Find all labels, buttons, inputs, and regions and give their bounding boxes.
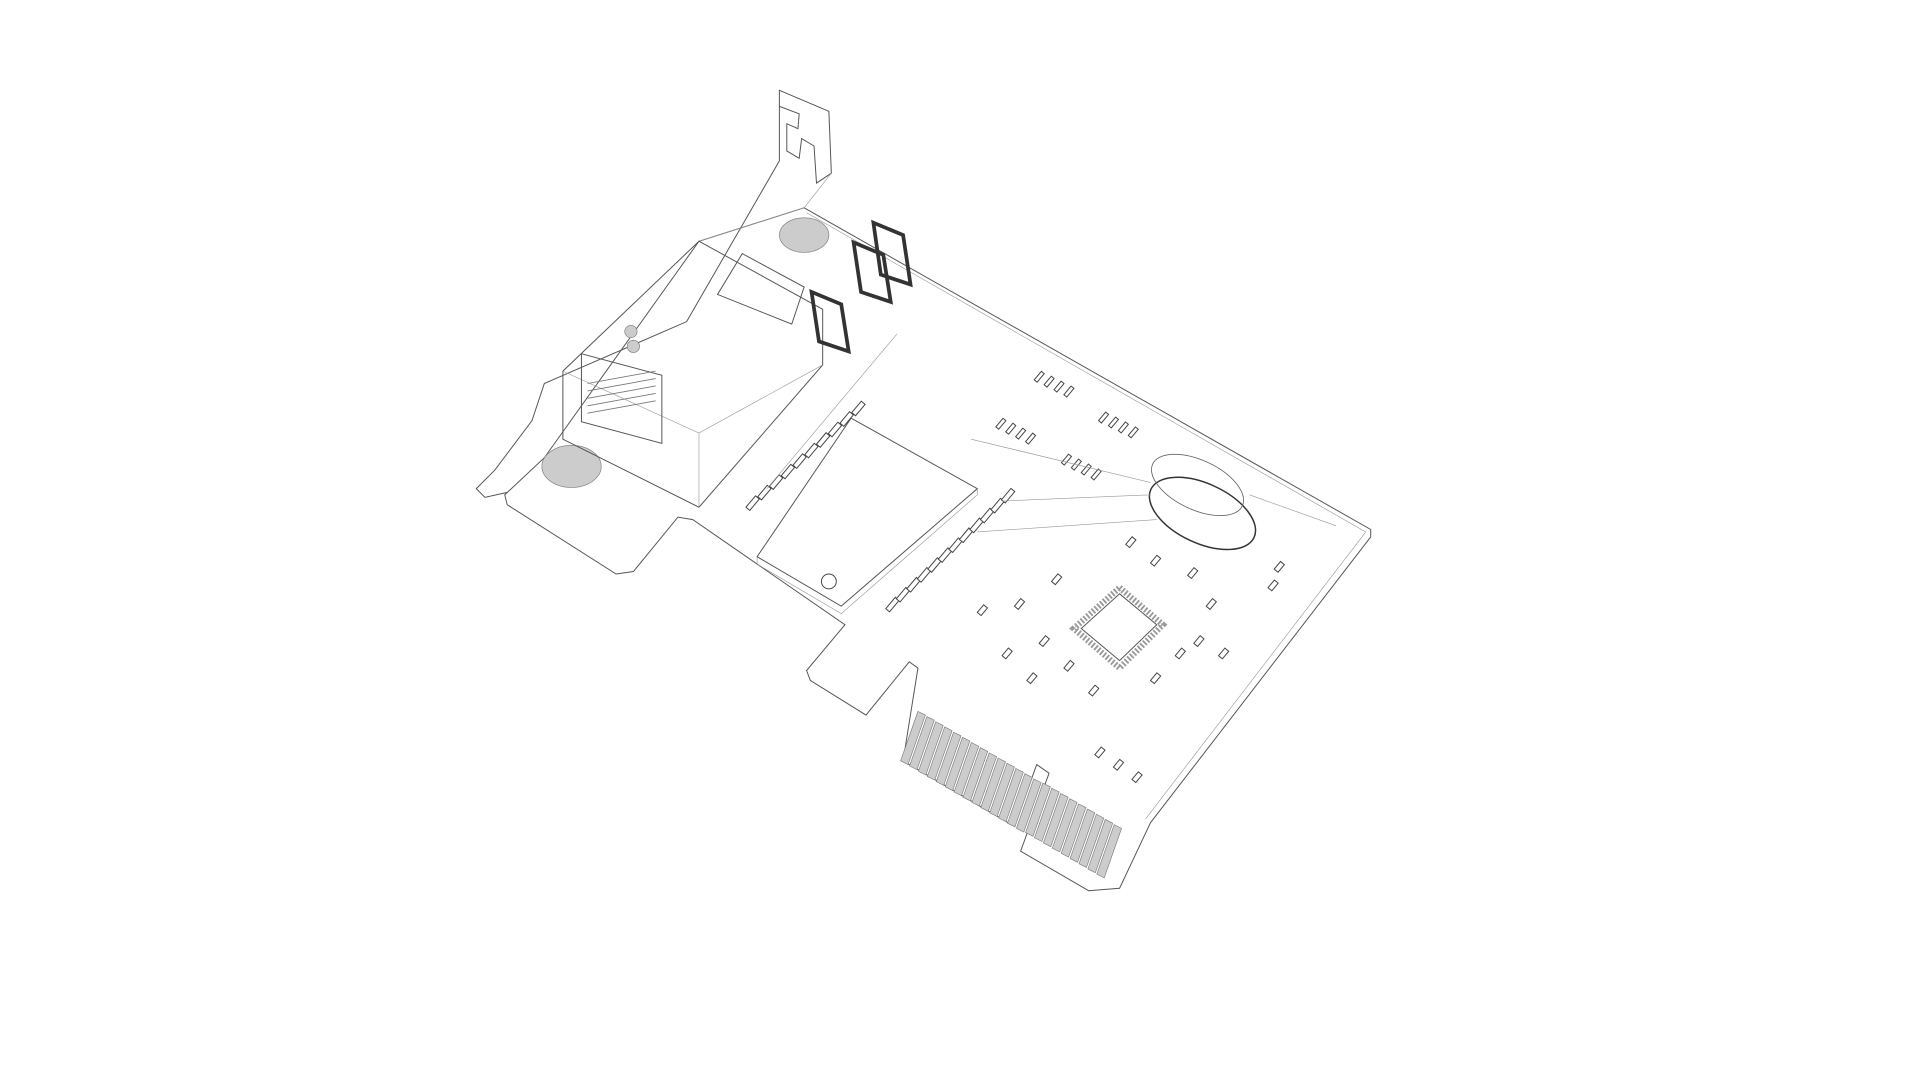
smd-component [995,417,1007,430]
smd-component [1053,380,1065,393]
connector-finger [980,757,1006,812]
smd-component [1127,426,1139,439]
smd-component [792,453,808,470]
smd-component [1080,463,1092,476]
smd-component [1107,416,1120,429]
smd-component [1060,453,1073,466]
smd-component [1125,536,1137,549]
smd-component [1149,554,1162,567]
smd-component [1174,647,1187,660]
smd-component [1217,647,1230,660]
connector-finger [918,721,944,776]
connector-finger [1069,808,1096,863]
smd-component [1087,684,1100,697]
connector-finger [935,731,962,786]
smd-component [851,400,866,417]
port-housing [562,240,824,508]
smd-component [1038,635,1051,648]
controller-chip [1069,583,1168,673]
inductors [809,219,913,355]
smd-component [1193,635,1205,648]
smd-components [745,370,1286,784]
connector-finger [998,768,1024,823]
smd-component [804,442,819,459]
smd-component [839,411,855,427]
smd-component [976,604,989,617]
smd-component [827,421,843,438]
connector-finger [962,747,989,802]
connector-finger [1087,819,1114,874]
mounting-bracket [475,89,832,498]
connector-finger [1060,803,1087,858]
smd-component [1063,385,1075,398]
smd-component [1026,672,1038,685]
connector-finger [1042,793,1069,848]
smd-component [1097,411,1110,424]
smd-component [1117,421,1130,434]
connector-finger [953,742,980,797]
smd-component [1043,375,1055,388]
smd-component [1094,746,1106,759]
smd-component [1050,573,1063,586]
smd-component [1014,427,1027,440]
smd-component [1186,566,1199,580]
memory-chip [756,417,979,614]
connector-finger [900,710,926,765]
smd-component [757,484,772,501]
connector-finger [1078,813,1105,868]
connector-finger [909,716,935,771]
smd-component [1033,370,1045,383]
smd-component [1024,432,1037,445]
smd-component [768,474,784,491]
smd-component [1267,579,1279,592]
smd-component [1131,771,1143,784]
smd-component [745,495,761,512]
connector-finger [944,736,971,791]
connector-finger [1096,824,1122,879]
connector-finger [1025,782,1051,837]
connector-finger [1051,798,1078,853]
smd-component [780,463,796,480]
pcb-board [504,207,1372,892]
connector-finger [989,762,1015,817]
smd-component [1112,758,1125,771]
connector-finger [1007,773,1033,828]
crystal-oscillator [1148,453,1257,551]
smd-component [1063,659,1075,672]
connector-finger [1016,778,1042,833]
smd-component [1001,647,1013,660]
smd-component [1000,487,1016,504]
edge-connector-fingers [900,710,1122,879]
connector-finger [971,752,998,807]
smd-component [815,432,831,449]
smd-component [1273,560,1286,573]
traces [766,333,1337,533]
connector-finger [1034,787,1060,842]
smd-component [1205,597,1218,611]
smd-component [1013,597,1026,611]
connector-finger [926,726,953,781]
smd-component [1149,672,1162,685]
smd-component [1090,468,1102,481]
smd-component [1005,422,1017,435]
mounting-screw-holes [541,217,830,488]
